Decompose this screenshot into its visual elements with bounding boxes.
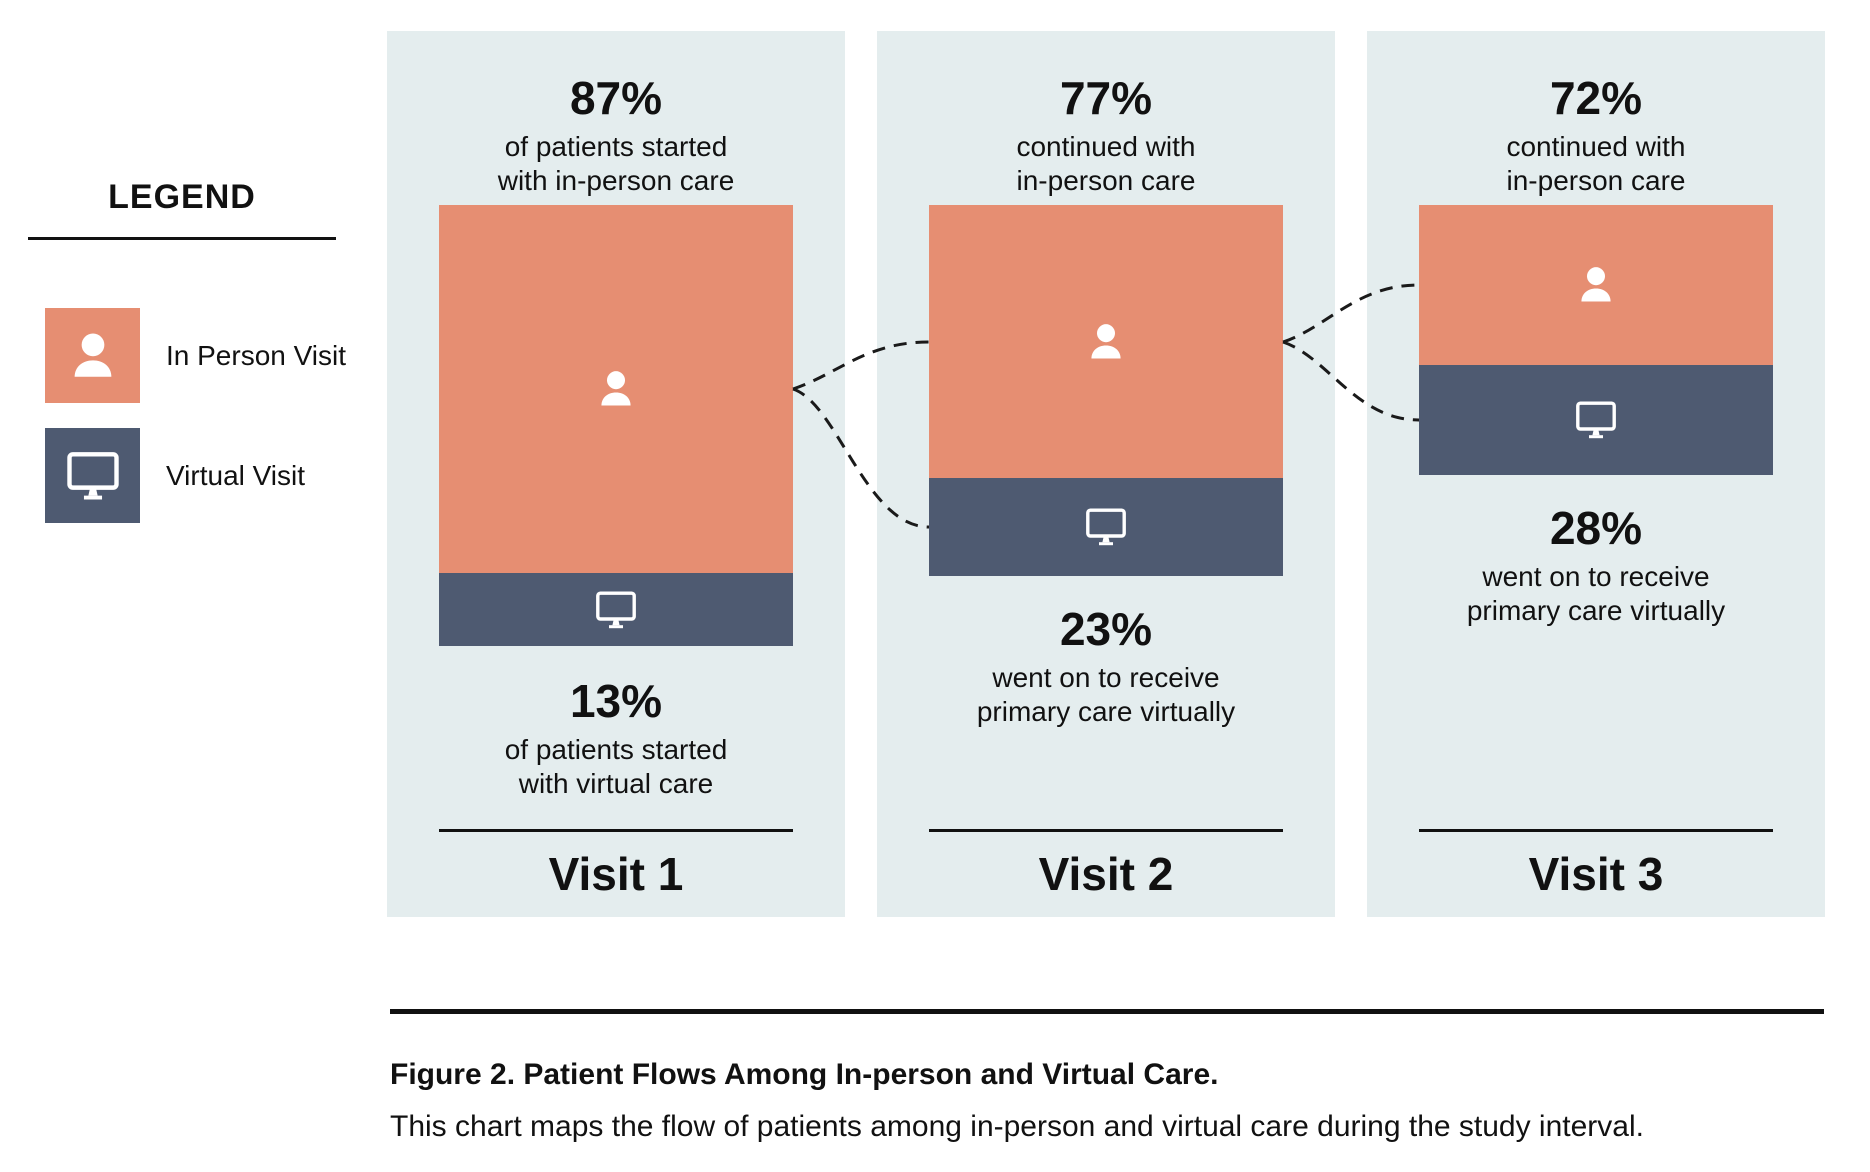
visit-3-bar xyxy=(1419,205,1773,475)
visit-2-virtual-caption: went on to receive primary care virtuall… xyxy=(976,661,1236,727)
figure-caption-description: This chart maps the flow of patients amo… xyxy=(390,1110,1644,1143)
person-icon xyxy=(1083,319,1129,365)
visit-3-in-person-percent: 72% xyxy=(1549,72,1643,124)
visit-3-virtual-caption: went on to receive primary care virtuall… xyxy=(1466,560,1726,626)
visit-1-label: Visit 1 xyxy=(548,848,684,900)
visit-3-bottom-stat: 28% went on to receive primary care virt… xyxy=(1367,503,1825,628)
person-icon xyxy=(1573,262,1619,308)
person-icon xyxy=(593,366,639,412)
visit-1-virtual-caption: of patients started with virtual care xyxy=(504,733,728,799)
visit-1-bar xyxy=(439,205,793,646)
visit-1-axis-line xyxy=(439,829,793,832)
legend-label-in-person: In Person Visit xyxy=(166,339,347,371)
visit-2-axis-line xyxy=(929,829,1283,832)
visit-3-panel: 72% continued with in-person care xyxy=(1367,31,1825,917)
visit-3-axis-line xyxy=(1419,829,1773,832)
virtual-swatch xyxy=(45,428,140,523)
caption-divider xyxy=(390,1009,1824,1014)
visit-2-bottom-stat: 23% went on to receive primary care virt… xyxy=(877,604,1335,729)
visit-3-in-person-caption: continued with in-person care xyxy=(1506,130,1686,196)
visit-1-in-person-caption: of patients started with in-person care xyxy=(497,130,735,196)
visit-1-top-stat: 87% of patients started with in-person c… xyxy=(387,73,845,198)
legend-title: LEGEND xyxy=(108,178,256,216)
visit-1-in-person-percent: 87% xyxy=(569,72,663,124)
legend-label-virtual: Virtual Visit xyxy=(166,459,306,491)
visit-2-in-person-caption: continued with in-person care xyxy=(1016,130,1196,196)
figure-caption-title: Figure 2. Patient Flows Among In-person … xyxy=(390,1058,1219,1091)
visit-2-bar xyxy=(929,205,1283,576)
visit-1-bottom-stat: 13% of patients started with virtual car… xyxy=(387,676,845,801)
monitor-icon xyxy=(1082,503,1130,551)
visit-1-virtual-percent: 13% xyxy=(569,675,663,727)
person-icon xyxy=(64,327,122,385)
monitor-icon xyxy=(62,445,124,507)
visit-3-virtual-percent: 28% xyxy=(1549,502,1643,554)
visit-2-top-stat: 77% continued with in-person care xyxy=(877,73,1335,198)
monitor-icon xyxy=(1572,396,1620,444)
legend: LEGEND In Person Visit Virtual Visit xyxy=(28,178,346,523)
visit-2-label: Visit 2 xyxy=(1038,848,1174,900)
visit-1-virtual-segment xyxy=(439,573,793,646)
visit-2-virtual-segment xyxy=(929,478,1283,576)
visit-3-top-stat: 72% continued with in-person care xyxy=(1367,73,1825,198)
legend-underline xyxy=(28,237,336,240)
visit-3-label: Visit 3 xyxy=(1528,848,1664,900)
in-person-swatch xyxy=(45,308,140,403)
visit-2-in-person-segment xyxy=(929,205,1283,478)
visit-1-in-person-segment xyxy=(439,205,793,573)
visit-1-panel: 87% of patients started with in-person c… xyxy=(387,31,845,917)
visit-2-panel: 77% continued with in-person care xyxy=(877,31,1335,917)
visit-3-in-person-segment xyxy=(1419,205,1773,365)
monitor-icon xyxy=(592,586,640,634)
visit-2-virtual-percent: 23% xyxy=(1059,603,1153,655)
legend-item-virtual: Virtual Visit xyxy=(45,428,305,523)
visit-2-in-person-percent: 77% xyxy=(1059,72,1153,124)
legend-item-in-person: In Person Visit xyxy=(45,308,346,403)
visit-3-virtual-segment xyxy=(1419,365,1773,475)
